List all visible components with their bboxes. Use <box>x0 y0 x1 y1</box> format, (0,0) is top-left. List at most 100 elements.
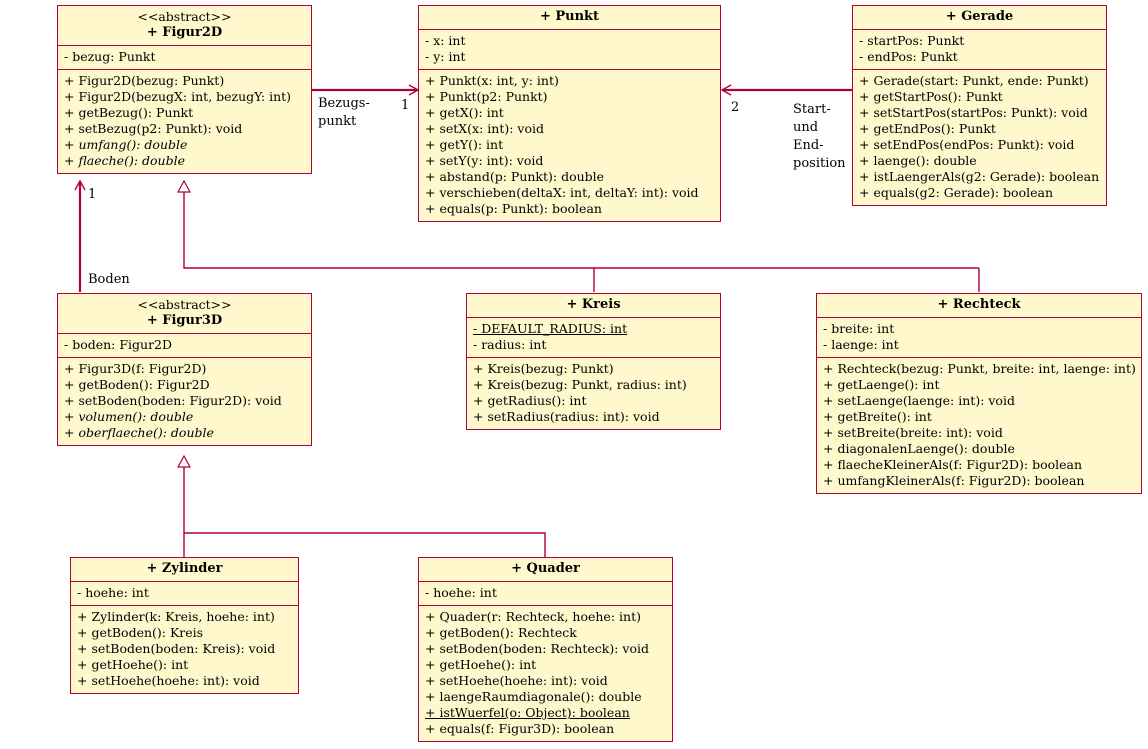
class-attribute: - hoehe: int <box>425 585 497 600</box>
class-name: + Gerade <box>945 9 1014 24</box>
class-method: + setStartPos(startPos: Punkt): void <box>859 105 1088 120</box>
class-name: + Rechteck <box>937 297 1021 312</box>
class-header: + Quader <box>419 558 672 582</box>
class-method: + getHoehe(): int <box>77 657 189 672</box>
class-method: + abstand(p: Punkt): double <box>425 169 605 184</box>
class-methods: + Figur2D(bezug: Punkt)+ Figur2D(bezugX:… <box>58 70 311 173</box>
class-gerade: + Gerade - startPos: Punkt- endPos: Punkt… <box>852 5 1107 206</box>
class-attributes: - boden: Figur2D <box>58 334 311 358</box>
generalization-figur3d <box>183 532 546 557</box>
class-method: + flaecheKleinerAls(f: Figur2D): boolean <box>823 457 1083 472</box>
class-method: + setBoden(boden: Rechteck): void <box>425 641 649 656</box>
class-attribute: - bezug: Punkt <box>64 49 156 64</box>
class-method: + setY(y: int): void <box>425 153 544 168</box>
class-methods: + Figur3D(f: Figur2D)+ getBoden(): Figur… <box>58 358 311 445</box>
class-method: + Zylinder(k: Kreis, hoehe: int) <box>77 609 275 624</box>
class-name: + Kreis <box>566 297 621 312</box>
class-methods: + Zylinder(k: Kreis, hoehe: int)+ getBod… <box>71 606 298 693</box>
class-attribute: - x: int <box>425 33 466 48</box>
class-method: + getBoden(): Rechteck <box>425 625 577 640</box>
class-methods: + Gerade(start: Punkt, ende: Punkt)+ get… <box>853 70 1106 205</box>
class-method: + getStartPos(): Punkt <box>859 89 1003 104</box>
class-header: <<abstract>>+ Figur2D <box>58 6 311 46</box>
class-header: + Gerade <box>853 6 1106 30</box>
class-method: + equals(f: Figur3D): boolean <box>425 721 615 736</box>
class-method: + flaeche(): double <box>64 153 185 168</box>
label-boden: Boden <box>88 272 130 287</box>
class-method: + Kreis(bezug: Punkt) <box>473 361 614 376</box>
class-attributes: - bezug: Punkt <box>58 46 311 70</box>
class-method: + getBreite(): int <box>823 409 932 424</box>
class-method: + istLaengerAls(g2: Gerade): boolean <box>859 169 1100 184</box>
class-method: + getBezug(): Punkt <box>64 105 194 120</box>
label-multiplicity-punkt: 1 <box>401 98 410 113</box>
class-attribute: - hoehe: int <box>77 585 149 600</box>
class-attribute: - laenge: int <box>823 337 899 352</box>
label-startend-3: End- <box>793 138 824 153</box>
class-attributes: - startPos: Punkt- endPos: Punkt <box>853 30 1106 70</box>
class-method: + setEndPos(endPos: Punkt): void <box>859 137 1075 152</box>
class-attributes: - x: int- y: int <box>419 30 720 70</box>
label-bezugspunkt-1: Bezugs- <box>318 96 370 111</box>
class-method: + oberflaeche(): double <box>64 425 214 440</box>
class-header: + Rechteck <box>817 294 1141 318</box>
class-name: + Punkt <box>539 9 600 24</box>
class-method: + umfangKleinerAls(f: Figur2D): boolean <box>823 473 1085 488</box>
class-method: + Figur2D(bezugX: int, bezugY: int) <box>64 89 292 104</box>
class-header: + Zylinder <box>71 558 298 582</box>
class-method: + equals(p: Punkt): boolean <box>425 201 602 216</box>
class-method: + umfang(): double <box>64 137 188 152</box>
class-kreis: + Kreis - DEFAULT_RADIUS: int- radius: in… <box>466 293 721 430</box>
class-method: + laenge(): double <box>859 153 977 168</box>
class-method: + getRadius(): int <box>473 393 587 408</box>
class-method: + setBreite(breite: int): void <box>823 425 1003 440</box>
generalization-figur2d <box>184 181 595 292</box>
class-method: + Rechteck(bezug: Punkt, breite: int, la… <box>823 361 1136 376</box>
class-stereotype: <<abstract>> <box>137 297 232 312</box>
class-methods: + Punkt(x: int, y: int)+ Punkt(p2: Punkt… <box>419 70 720 221</box>
class-method: + setBoden(boden: Kreis): void <box>77 641 276 656</box>
class-method: + setHoehe(hoehe: int): void <box>425 673 608 688</box>
class-method: + getLaenge(): int <box>823 377 940 392</box>
class-header: <<abstract>>+ Figur3D <box>58 294 311 334</box>
class-method: + getEndPos(): Punkt <box>859 121 996 136</box>
class-attribute: - endPos: Punkt <box>859 49 958 64</box>
class-name: + Zylinder <box>146 561 223 576</box>
class-method: + getBoden(): Figur2D <box>64 377 210 392</box>
class-methods: + Rechteck(bezug: Punkt, breite: int, la… <box>817 358 1141 493</box>
class-header: + Kreis <box>467 294 720 318</box>
class-name: + Quader <box>511 561 580 576</box>
label-startend-4: position <box>793 156 846 171</box>
class-method: + setBoden(boden: Figur2D): void <box>64 393 282 408</box>
class-attributes: - DEFAULT_RADIUS: int- radius: int <box>467 318 720 358</box>
class-method: + laengeRaumdiagonale(): double <box>425 689 642 704</box>
class-figur3d: <<abstract>>+ Figur3D - boden: Figur2D + F… <box>57 293 312 446</box>
class-attribute: - boden: Figur2D <box>64 337 173 352</box>
class-method: + volumen(): double <box>64 409 194 424</box>
class-zylinder: + Zylinder - hoehe: int + Zylinder(k: Krei… <box>70 557 299 694</box>
class-figur2d: <<abstract>>+ Figur2D - bezug: Punkt + Fig… <box>57 5 312 174</box>
class-method: + Punkt(p2: Punkt) <box>425 89 548 104</box>
class-method: + Figur3D(f: Figur2D) <box>64 361 207 376</box>
class-method: + setX(x: int): void <box>425 121 545 136</box>
class-attributes: - hoehe: int <box>71 582 298 606</box>
label-startend-2: und <box>793 120 819 135</box>
class-name: + Figur3D <box>146 313 223 328</box>
class-quader: + Quader- hoehe: int+ Quader(r: Rechteck… <box>418 557 673 742</box>
class-method: + diagonalenLaenge(): double <box>823 441 1015 456</box>
class-method: + istWuerfel(o: Object): boolean <box>425 705 630 720</box>
class-attribute: - startPos: Punkt <box>859 33 965 48</box>
label-multiplicity-gerade: 2 <box>731 100 740 115</box>
class-name: + Figur2D <box>146 25 223 40</box>
class-attribute: - DEFAULT_RADIUS: int <box>473 321 628 336</box>
class-rechteck: + Rechteck - breite: int- laenge: int + Re… <box>816 293 1142 494</box>
class-method: + getHoehe(): int <box>425 657 537 672</box>
class-attributes: - hoehe: int <box>419 582 672 606</box>
class-method: + setBezug(p2: Punkt): void <box>64 121 243 136</box>
class-methods: + Kreis(bezug: Punkt)+ Kreis(bezug: Punk… <box>467 358 720 429</box>
class-method: + Gerade(start: Punkt, ende: Punkt) <box>859 73 1089 88</box>
class-attribute: - breite: int <box>823 321 895 336</box>
label-startend-1: Start- <box>793 102 831 117</box>
class-method: + Punkt(x: int, y: int) <box>425 73 559 88</box>
